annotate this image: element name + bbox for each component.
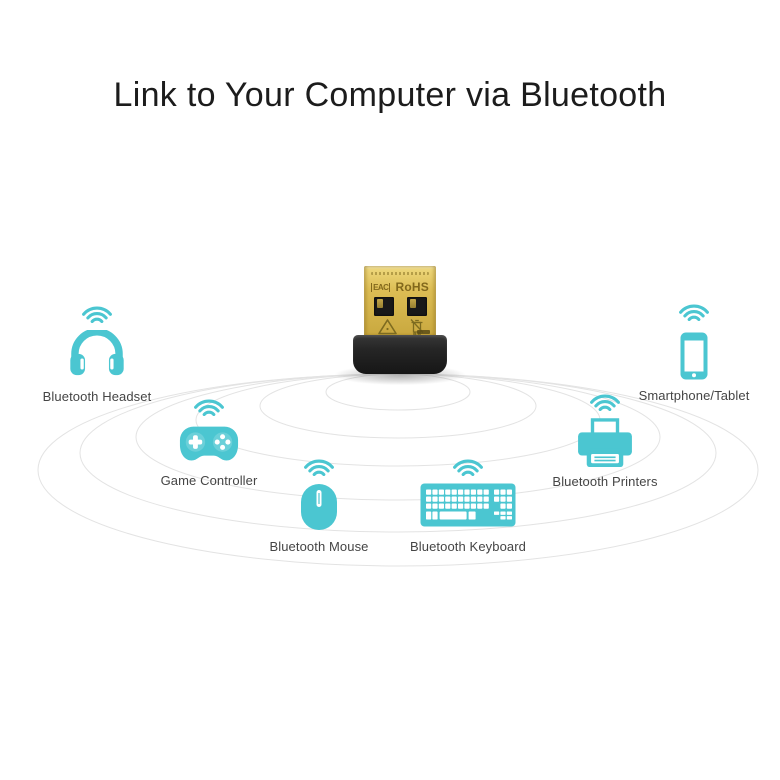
adapter-microtext-strip (371, 272, 429, 275)
headset-icon (70, 330, 124, 376)
device-label: Bluetooth Keyboard (410, 539, 526, 554)
usb-pin (376, 299, 383, 308)
keyboard-icon (420, 483, 516, 527)
signal-waves-icon (679, 304, 709, 321)
device-bluetooth-keyboard: Bluetooth Keyboard (393, 456, 543, 554)
signal-waves-icon (82, 306, 112, 323)
game-controller-icon (179, 426, 239, 461)
printer-icon (578, 418, 632, 468)
mouse-icon (301, 484, 337, 530)
usb-contact-slot (373, 297, 394, 316)
adapter-symbols (364, 318, 436, 336)
device-label: Game Controller (160, 473, 258, 488)
adapter-detail-bar (417, 330, 430, 334)
device-label: Bluetooth Mouse (269, 539, 369, 554)
recycle-triangle-icon (377, 319, 397, 335)
device-game-controller: Game Controller (134, 396, 284, 488)
device-label: Bluetooth Headset (42, 389, 152, 404)
device-label: Bluetooth Printers (552, 474, 658, 489)
usb-contact-slots (364, 297, 436, 316)
adapter-certification-marks: EAC RoHS (364, 280, 436, 294)
page-title: Link to Your Computer via Bluetooth (113, 76, 667, 114)
signal-waves-icon (304, 459, 334, 476)
device-bluetooth-headset: Bluetooth Headset (22, 303, 172, 404)
device-bluetooth-mouse: Bluetooth Mouse (244, 456, 394, 554)
usb-contact-slot (406, 297, 427, 316)
usb-gold-connector: EAC RoHS (364, 266, 436, 336)
eac-mark: EAC (371, 282, 391, 292)
signal-waves-icon (590, 394, 620, 411)
device-smartphone-tablet: Smartphone/Tablet (619, 301, 769, 403)
ripple-ellipse (37, 373, 759, 567)
usb-pin (409, 299, 416, 308)
signal-waves-icon (453, 459, 483, 476)
smartphone-icon (680, 332, 708, 380)
rohs-mark: RoHS (395, 280, 429, 294)
adapter-black-body (353, 335, 447, 374)
signal-waves-icon (194, 399, 224, 416)
device-bluetooth-printers: Bluetooth Printers (530, 391, 680, 489)
device-label: Smartphone/Tablet (638, 388, 750, 403)
